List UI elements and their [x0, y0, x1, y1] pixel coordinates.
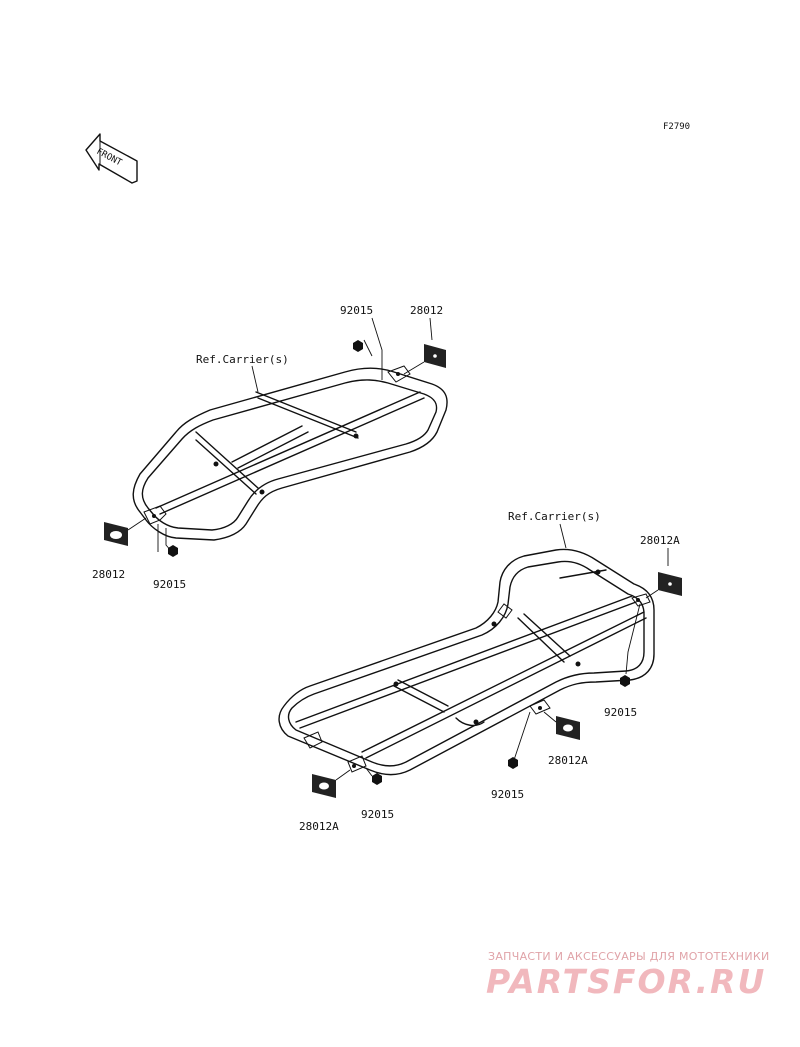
- rear-bumper-pad-icon-middle: [556, 716, 580, 740]
- watermark-tagline: ЗАПЧАСТИ И АКСЕССУАРЫ ДЛЯ МОТОТЕХНИКИ: [488, 950, 770, 963]
- rear-part-number-28012a-top: 28012A: [640, 534, 680, 547]
- front-ref-carrier-label: Ref.Carrier(s): [196, 353, 289, 366]
- front-part-number-28012-bottom: 28012: [92, 568, 125, 581]
- rear-part-number-28012a-middle: 28012A: [548, 754, 588, 767]
- front-part-number-92015-bottom: 92015: [153, 578, 186, 591]
- rear-part-number-92015-middle: 92015: [491, 788, 524, 801]
- rear-part-number-92015-left: 92015: [361, 808, 394, 821]
- rear-part-number-28012a-left: 28012A: [299, 820, 339, 833]
- figure-code: F2790: [663, 122, 690, 132]
- watermark-logo: PARTSFOR.RU: [486, 962, 767, 1001]
- rear-nut-icon-middle: [508, 757, 518, 769]
- rear-nut-icon-left: [372, 773, 382, 785]
- rear-part-number-92015-right: 92015: [604, 706, 637, 719]
- rear-ref-carrier-label: Ref.Carrier(s): [508, 510, 601, 523]
- front-carrier-frame: [132, 365, 448, 541]
- front-part-number-28012-top: 28012: [410, 304, 443, 317]
- front-arrow-icon: FRONT: [85, 133, 138, 184]
- rear-carrier-labels: Ref.Carrier(s) 28012A 92015 28012A 92015: [299, 510, 682, 833]
- front-part-number-92015-top: 92015: [340, 304, 373, 317]
- rear-bumper-pad-icon-left: [312, 774, 336, 798]
- rear-nut-icon-right: [620, 675, 630, 687]
- front-bumper-pad-icon-top: [424, 344, 446, 368]
- rear-carrier-frame: [278, 548, 655, 776]
- front-carrier-labels: Ref.Carrier(s) 92015 28012 28012 92015: [92, 304, 446, 591]
- front-nut-icon-top: [353, 340, 363, 352]
- front-nut-icon-bottom: [168, 545, 178, 557]
- rear-bumper-pad-icon-top: [658, 572, 682, 596]
- front-bumper-pad-icon-bottom: [104, 522, 128, 546]
